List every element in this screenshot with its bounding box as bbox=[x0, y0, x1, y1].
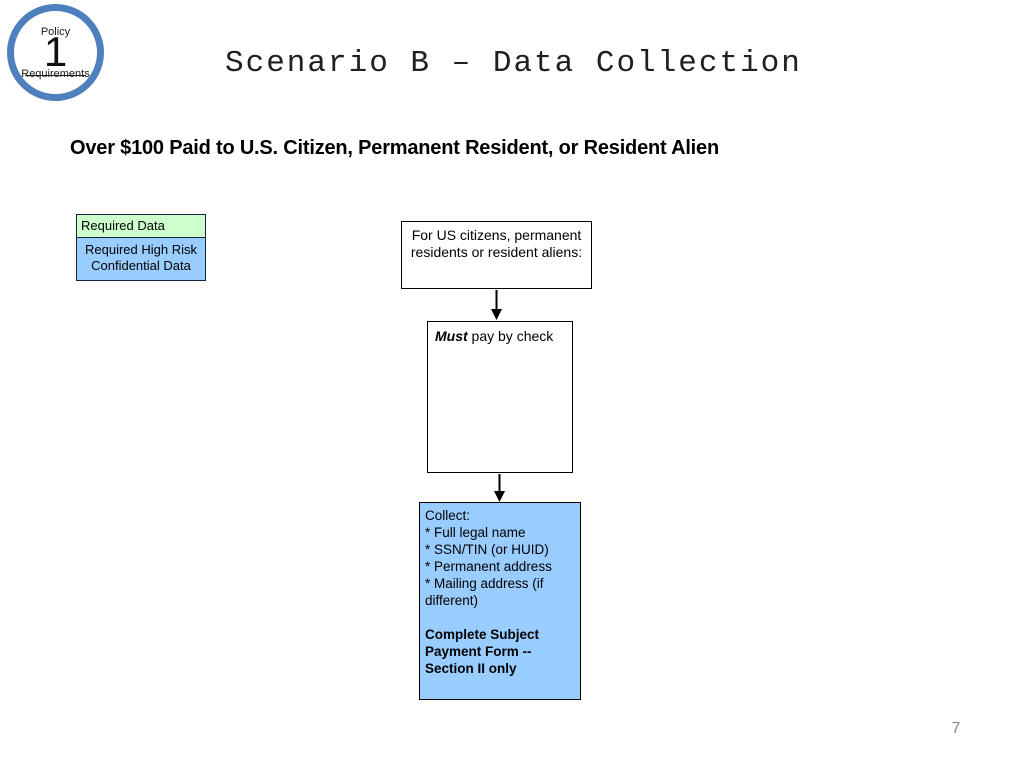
flow-arrow-down-2 bbox=[494, 474, 505, 502]
collect-bold-note: Complete Subject Payment Form -- Section… bbox=[425, 627, 540, 676]
badge-requirements-label: Requirements bbox=[21, 68, 90, 80]
legend-item-required-data: Required Data bbox=[77, 215, 205, 238]
flow-box-collect: Collect: * Full legal name * SSN/TIN (or… bbox=[419, 502, 581, 700]
collect-line: * SSN/TIN (or HUID) bbox=[425, 542, 549, 557]
flow-box-citizens: For US citizens, permanent residents or … bbox=[401, 221, 592, 289]
collect-line: * Permanent address bbox=[425, 559, 552, 574]
pay-box-emphasis: Must bbox=[435, 328, 468, 344]
legend-item-high-risk: Required High Risk Confidential Data bbox=[77, 238, 205, 280]
slide-title: Scenario B – Data Collection bbox=[225, 46, 802, 81]
collect-line: * Mailing address (if different) bbox=[425, 576, 544, 608]
slide-subtitle: Over $100 Paid to U.S. Citizen, Permanen… bbox=[70, 137, 719, 159]
policy-badge: Policy 1 Requirements bbox=[7, 4, 104, 101]
legend: Required Data Required High Risk Confide… bbox=[76, 214, 206, 281]
flow-box-pay-by-check: Must pay by check bbox=[427, 321, 573, 473]
pay-box-text: pay by check bbox=[467, 328, 554, 344]
badge-number: 1 bbox=[43, 28, 68, 75]
collect-line: Collect: bbox=[425, 508, 471, 523]
badge-policy-label: Policy bbox=[40, 26, 71, 38]
page-number: 7 bbox=[951, 720, 961, 737]
badge-underline bbox=[25, 75, 86, 76]
flow-arrow-down-1 bbox=[491, 290, 502, 320]
collect-line: * Full legal name bbox=[425, 525, 526, 540]
